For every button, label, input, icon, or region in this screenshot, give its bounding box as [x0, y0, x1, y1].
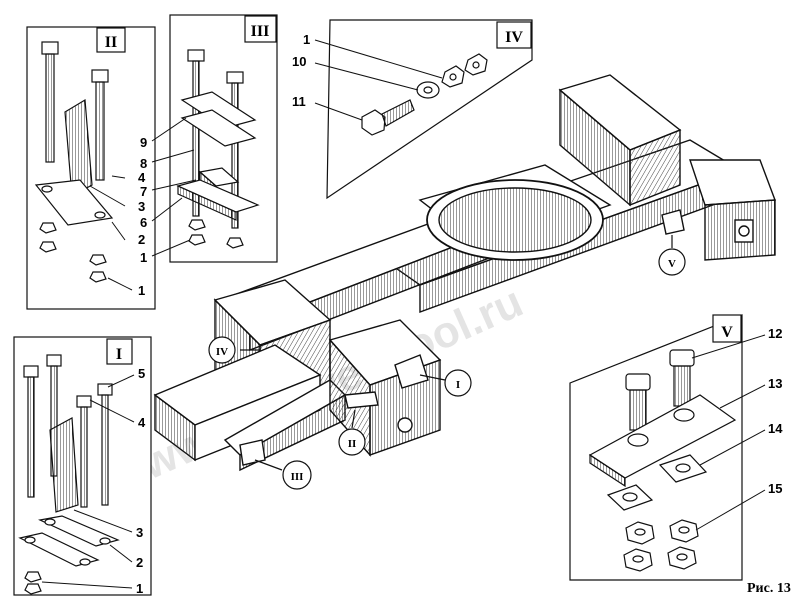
view-iv-label-1: 1: [303, 32, 310, 47]
detail-view-iv: [314, 19, 533, 200]
figure-caption: Рис. 13: [747, 581, 791, 596]
view-v-label-12: 12: [768, 326, 782, 341]
detail-view-v: [569, 314, 766, 581]
view-i-label-5: 5: [138, 366, 145, 381]
view-iii-label-1: 1: [140, 250, 147, 265]
view-iii-label-6: 6: [140, 215, 147, 230]
view-ii-label-2: 2: [138, 232, 145, 247]
view-i-label-4: 4: [138, 415, 146, 430]
view-ii-label-4: 4: [138, 170, 146, 185]
callout-label-v: V: [668, 258, 676, 270]
view-iii-label-7: 7: [140, 184, 147, 199]
callout-circle-ii: [338, 428, 366, 456]
callout-label-ii: II: [348, 438, 357, 450]
view-ii-title: II: [105, 34, 117, 51]
callout-group: [208, 235, 686, 490]
view-i-label-2: 2: [136, 555, 143, 570]
view-v-label-14: 14: [768, 421, 783, 436]
callout-circle-iii: [282, 460, 312, 490]
view-iii-label-8: 8: [140, 156, 147, 171]
view-v-title: V: [721, 324, 733, 341]
callout-circle-v: [658, 248, 686, 276]
view-v-label-13: 13: [768, 376, 782, 391]
view-iii-label-9: 9: [140, 135, 147, 150]
callout-label-iv: IV: [216, 346, 228, 358]
view-iii-title: III: [251, 23, 270, 40]
callout-circle-i: [444, 369, 472, 397]
detail-view-iii: [151, 14, 278, 263]
callout-label-i: I: [456, 379, 460, 391]
callout-label-iii: III: [291, 471, 304, 483]
view-i-title: I: [116, 346, 122, 363]
callout-circle-iv: [208, 336, 236, 364]
view-ii-label-3: 3: [138, 199, 145, 214]
detail-view-i: [13, 336, 152, 596]
view-iv-label-10: 10: [292, 54, 306, 69]
view-i-label-1: 1: [136, 581, 143, 596]
view-i-label-3: 3: [136, 525, 143, 540]
detail-view-ii: [26, 26, 156, 310]
view-ii-label-1: 1: [138, 283, 145, 298]
frame-assembly: [153, 74, 776, 472]
view-v-label-15: 15: [768, 481, 782, 496]
view-iv-title: IV: [505, 29, 523, 46]
view-iv-label-11: 11: [292, 94, 306, 109]
